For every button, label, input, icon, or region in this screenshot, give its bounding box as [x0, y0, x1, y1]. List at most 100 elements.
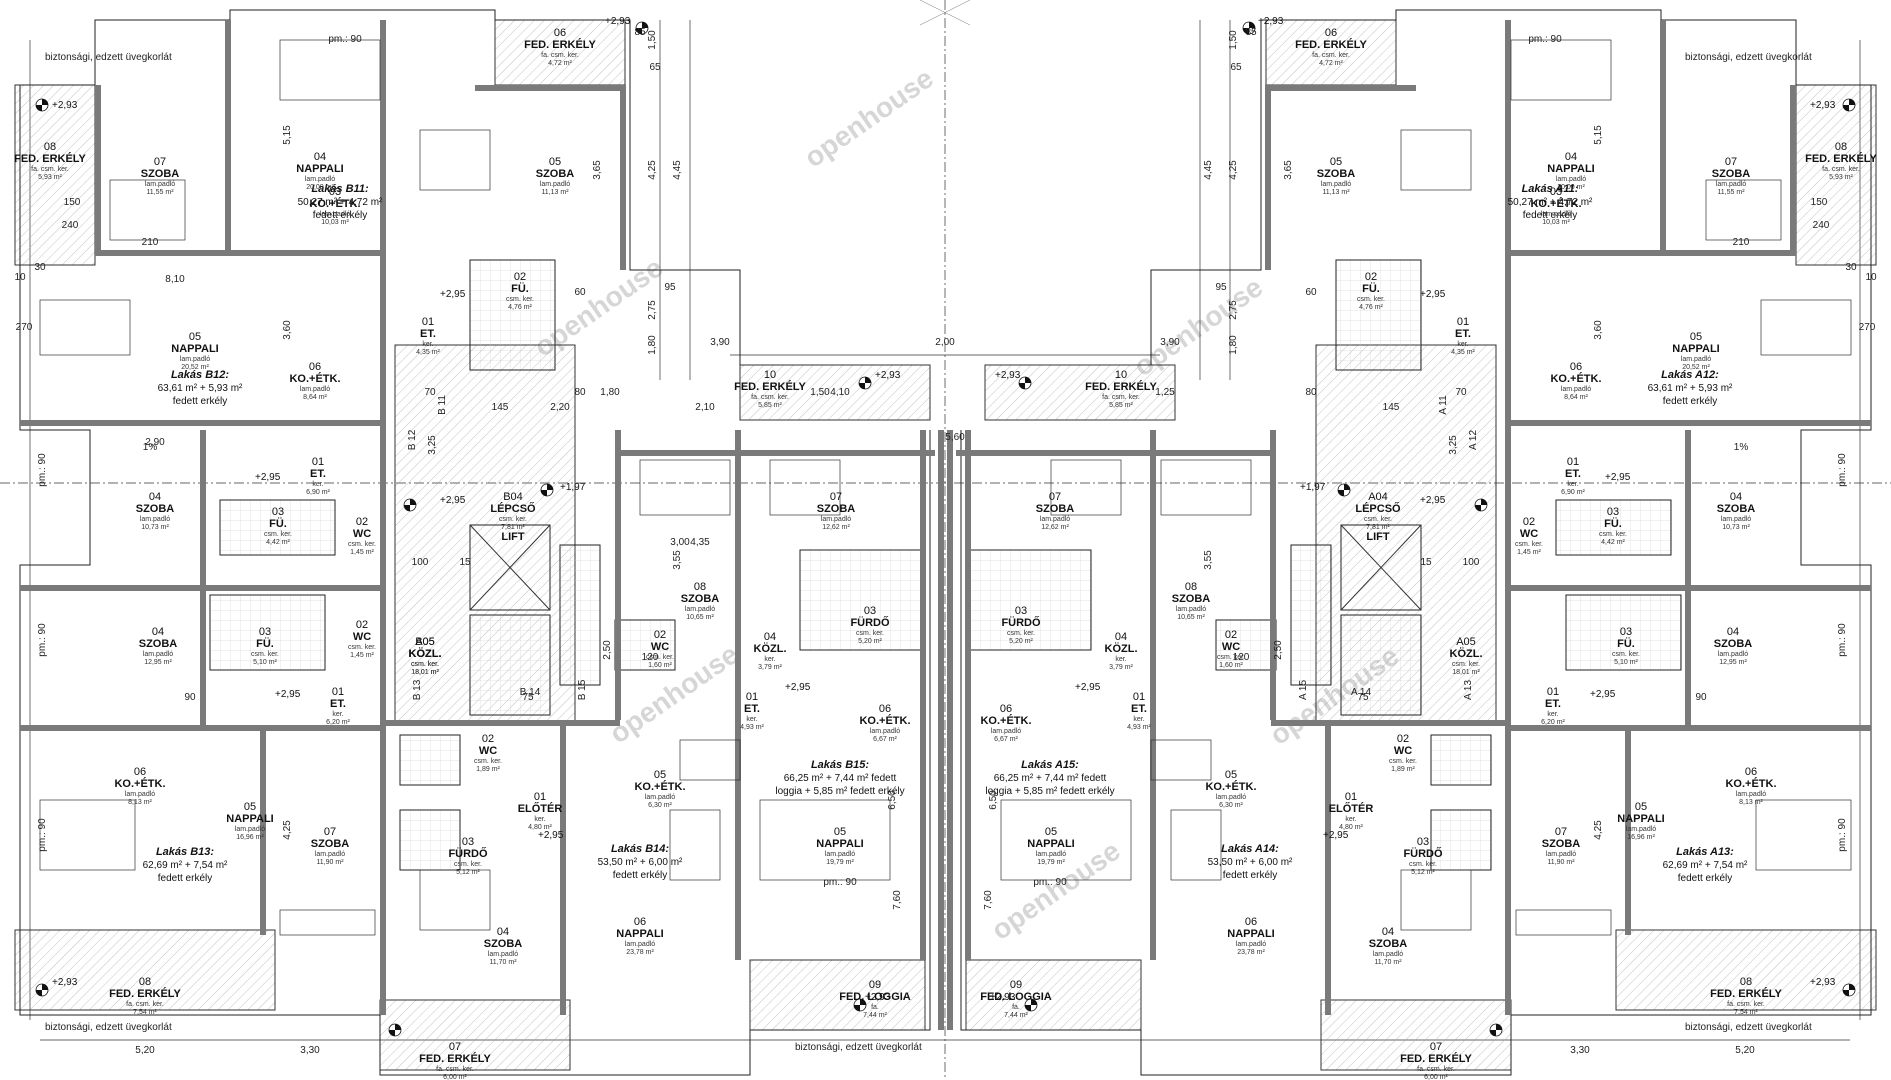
railing-note: biztonsági, edzett üvegkorlát — [1685, 1022, 1812, 1033]
svg-text:Lakás A14:: Lakás A14: — [1221, 843, 1279, 855]
dimension-text: 120 — [1233, 652, 1250, 663]
room-area: 4,42 m² — [266, 539, 290, 546]
room-area: 5,20 m² — [858, 638, 882, 645]
room-area: 11,13 m² — [1322, 189, 1350, 196]
room-number: 05 — [244, 801, 256, 813]
level-text: +2,95 — [1075, 682, 1101, 693]
svg-text:Lakás A12:: Lakás A12: — [1661, 369, 1719, 381]
room-floor: fa. csm. ker. — [1312, 52, 1350, 59]
room-floor: fa. csm. ker. — [1822, 166, 1860, 173]
dimension-text: 5,15 — [1593, 125, 1604, 145]
room-floor: lam.padló — [991, 728, 1021, 735]
svg-text:50,27 m² + 4,72 m²: 50,27 m² + 4,72 m² — [298, 197, 383, 208]
room-number: 01 — [1457, 316, 1469, 328]
dimension-text: 90 — [184, 692, 196, 703]
room-number: 03 — [259, 626, 271, 638]
room-name: KÖZL. — [1105, 642, 1138, 655]
room-name: FED. ERKÉLY — [1400, 1052, 1472, 1065]
room-floor: csm. ker. — [264, 531, 292, 538]
apartment-a11: Lakás A11: 50,27 m² + 4,72 m² fedett erk… — [1508, 183, 1593, 221]
room-name: LIFT — [501, 531, 524, 543]
room-floor: lam.padló — [1718, 651, 1748, 658]
grid-axis-label: A 14 — [1351, 687, 1371, 698]
apartment-a12: Lakás A12: 63,61 m² + 5,93 m² fedett erk… — [1648, 369, 1733, 407]
dimension-text: 3,30 — [300, 1045, 320, 1056]
room-area: 5,12 m² — [1411, 869, 1435, 876]
svg-text:Lakás B15:: Lakás B15: — [811, 759, 869, 771]
room-name: ET. — [1131, 703, 1147, 715]
room-name: ET. — [420, 328, 436, 340]
room-floor: fa. csm. ker. — [31, 166, 69, 173]
room-floor: csm. ker. — [1452, 661, 1480, 668]
level-text: +2,95 — [440, 289, 466, 300]
dimension-text: 4,45 — [1203, 160, 1214, 180]
room-number: 03 — [272, 506, 284, 518]
dimension-text: 7,60 — [983, 890, 994, 910]
room-area: 4,72 m² — [1319, 60, 1343, 67]
room-area: 5,85 m² — [758, 402, 782, 409]
dimension-text: 145 — [492, 402, 509, 413]
room-area: 11,70 m² — [1374, 959, 1402, 966]
room-name: NAPPALI — [1227, 928, 1274, 940]
dimension-text: 2,75 — [647, 300, 658, 320]
room-floor: csm. ker. — [1599, 531, 1627, 538]
room-area: 7,54 m² — [1734, 1009, 1758, 1016]
room-number: 01 — [1547, 686, 1559, 698]
room-number: 05 — [1045, 826, 1057, 838]
room-floor: csm. ker. — [1364, 516, 1392, 523]
room-area: 11,90 m² — [1547, 859, 1575, 866]
dimension-text: 4,10 — [830, 387, 850, 398]
room-name: KO.+ÉTK. — [980, 714, 1031, 727]
room-area: 18,01 m² — [411, 669, 439, 676]
room-number: 08 — [1835, 141, 1847, 153]
room-area: 1,45 m² — [1517, 549, 1541, 556]
opening-text: pm.: 90 — [1837, 818, 1848, 852]
furniture — [39, 39, 1852, 936]
room-area: 8,13 m² — [128, 799, 152, 806]
dimension-text: 3,55 — [1203, 550, 1214, 570]
grid-axis-label: B 12 — [407, 429, 418, 450]
room-area: 6,30 m² — [648, 802, 672, 809]
room-floor: lam.padló — [300, 386, 330, 393]
room-floor: lam.padló — [125, 791, 155, 798]
opening-text: pm.: 90 — [1837, 453, 1848, 487]
room-area: 4,93 m² — [1127, 724, 1151, 731]
room-floor: lam.padló — [320, 211, 350, 218]
room-area: 10,65 m² — [1177, 614, 1205, 621]
dimension-text: 80 — [574, 387, 586, 398]
room-name: FED. LOGGIA — [839, 991, 911, 1003]
room-name: SZOBA — [484, 938, 523, 950]
dimension-text: 3,65 — [592, 160, 603, 180]
room-number: 02 — [356, 619, 368, 631]
room-number: 07 — [449, 1041, 461, 1053]
dimension-text: 1,50 — [1228, 30, 1239, 50]
room-area: 20,00 m² — [1557, 184, 1585, 191]
room-floor: lam.padló — [1373, 951, 1403, 958]
room-floor: ker. — [1133, 716, 1144, 723]
dimension-text: 3,90 — [710, 337, 730, 348]
room-name: SZOBA — [536, 168, 575, 180]
dimension-text: 145 — [1383, 402, 1400, 413]
room-floor: ker. — [1115, 656, 1126, 663]
grid-axis-label: B 11 — [437, 395, 448, 415]
apartment-a13: Lakás A13: 62,69 m² + 7,54 m² fedett erk… — [1663, 846, 1748, 884]
room-number: 04 — [149, 491, 161, 503]
level-text: +2,93 — [1810, 100, 1836, 111]
room-area: 6,00 m² — [443, 1074, 467, 1080]
room-number: 06 — [134, 766, 146, 778]
room-name: ET. — [1565, 468, 1581, 480]
room-floor: ker. — [332, 711, 343, 718]
